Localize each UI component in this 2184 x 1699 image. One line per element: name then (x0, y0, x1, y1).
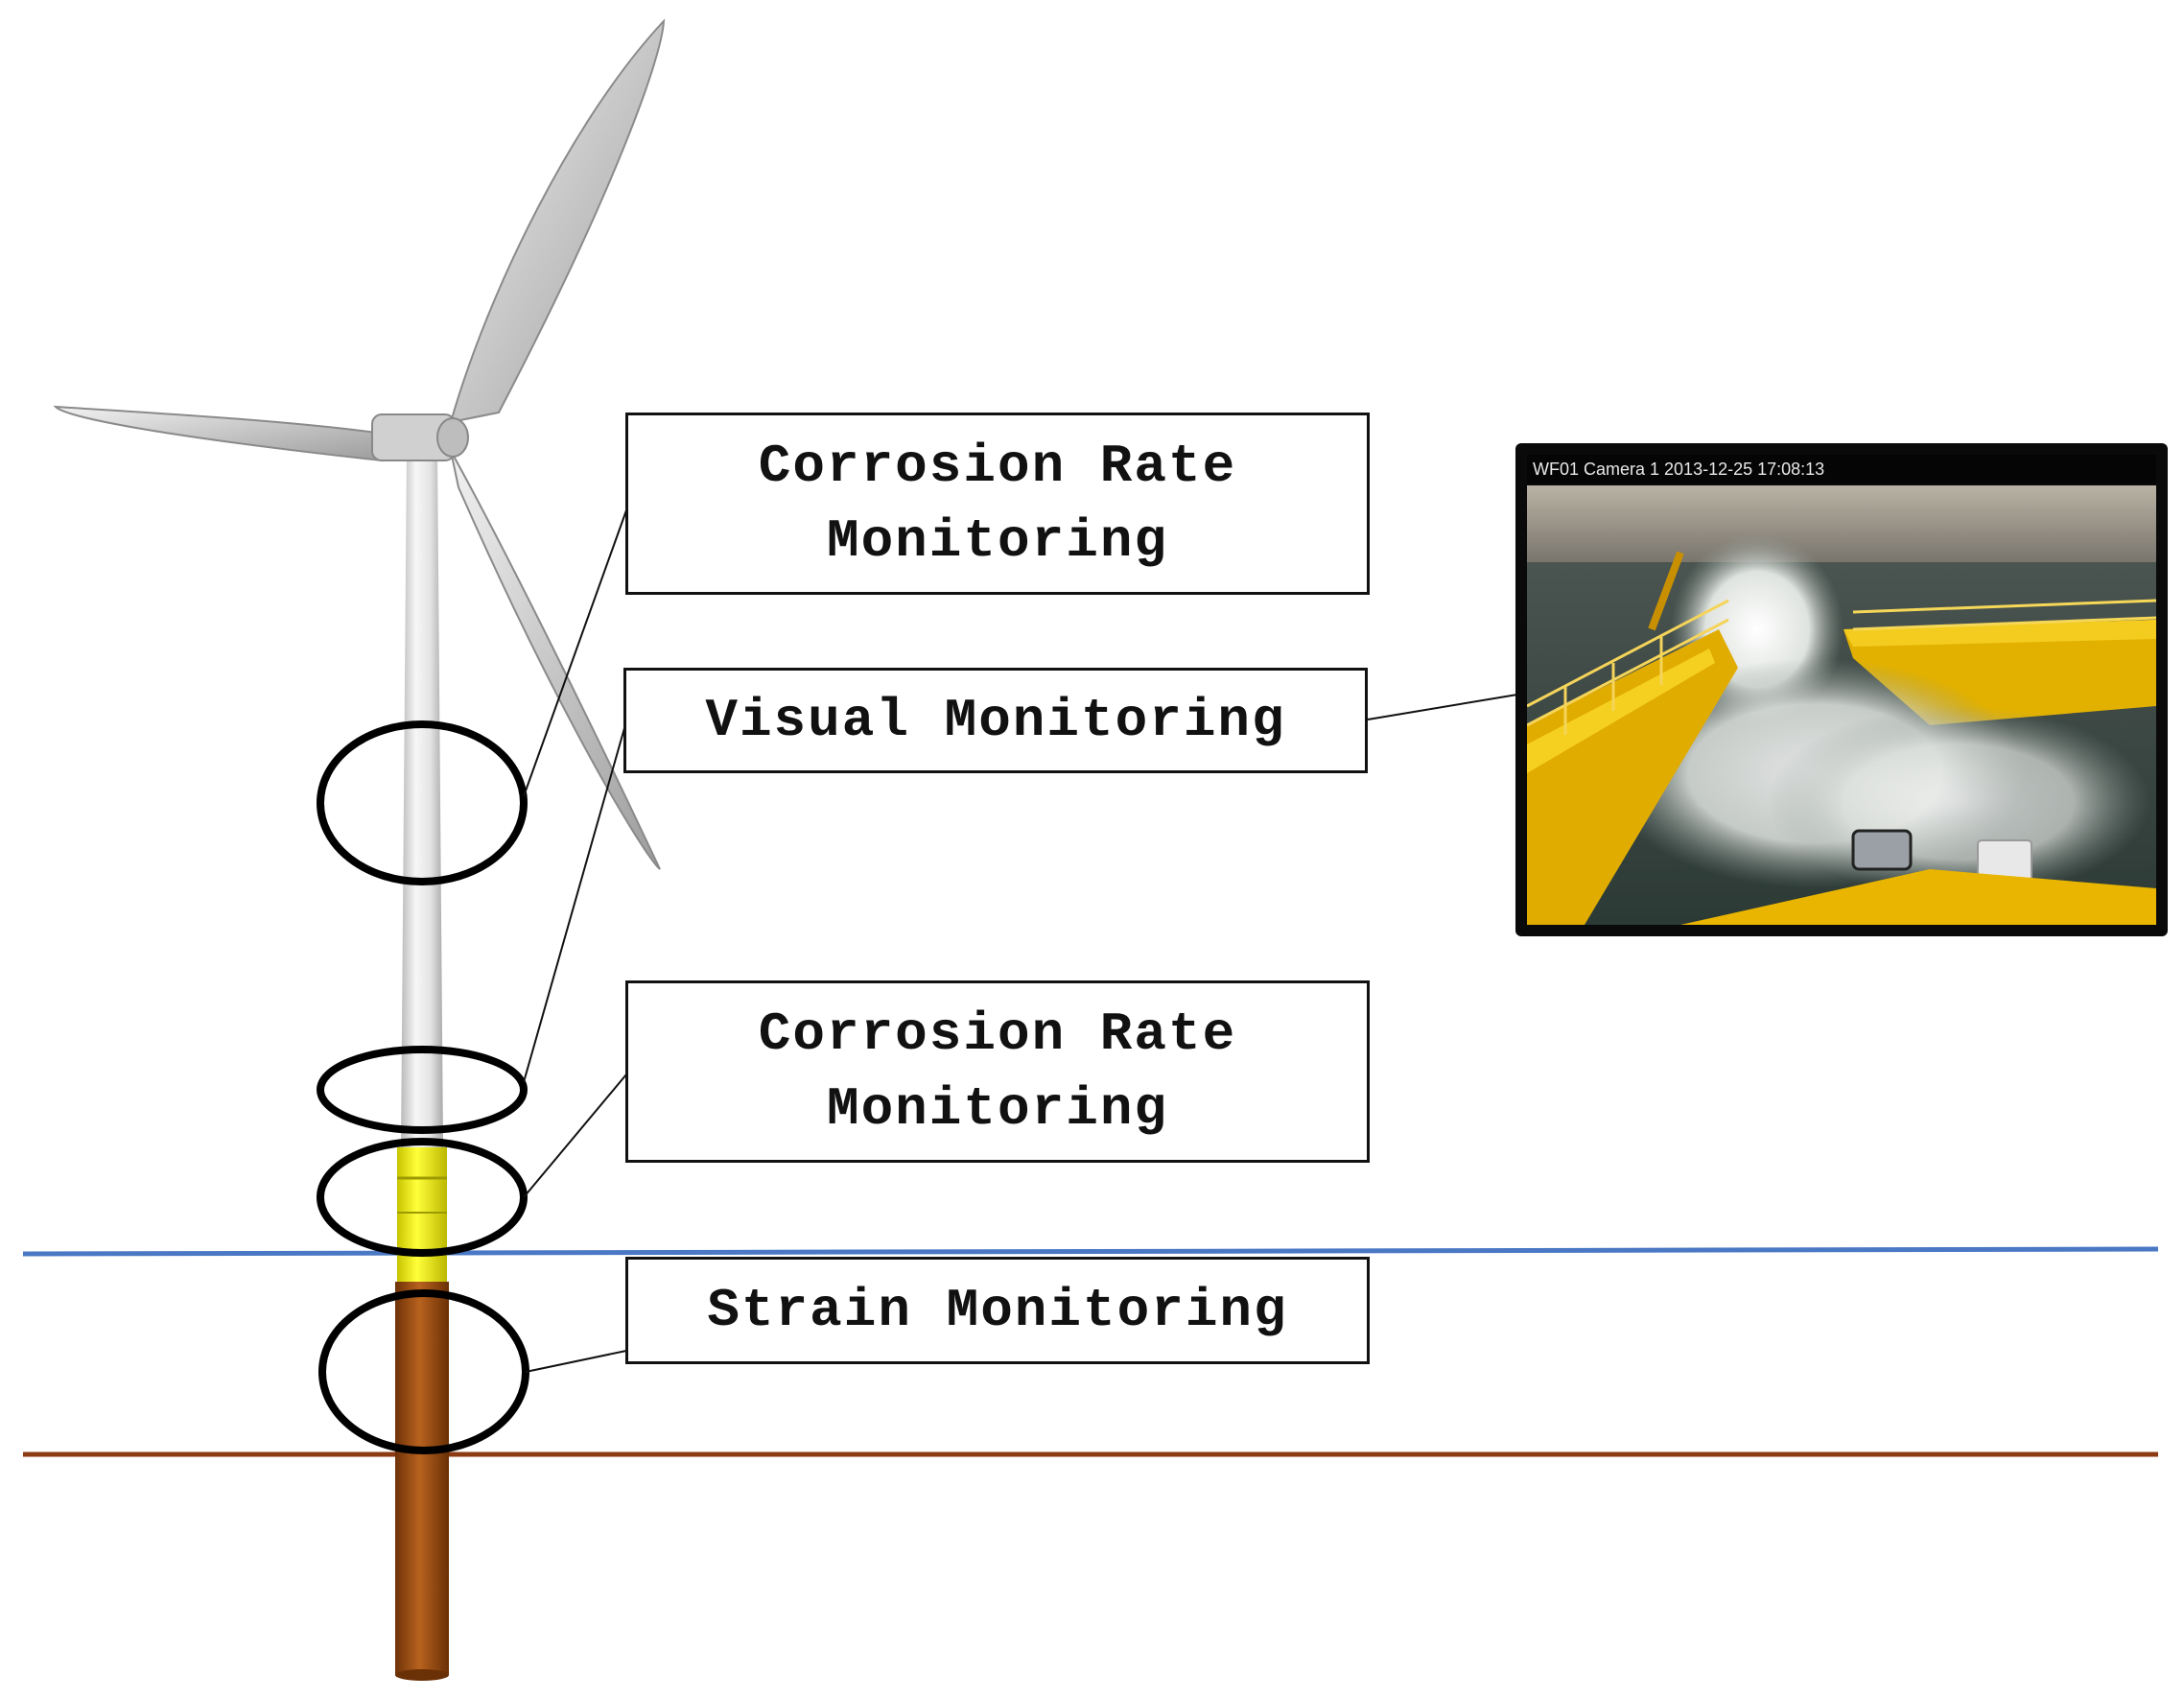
monitoring-ring-upper-transition (317, 1046, 528, 1134)
label-corrosion-rate-monitoring-bottom: Corrosion Rate Monitoring (625, 980, 1370, 1163)
blade-upper (449, 18, 666, 424)
blade-left (53, 405, 386, 462)
camera-caption: WF01 Camera 1 2013-12-25 17:08:13 (1527, 455, 2156, 484)
label-line: Visual Monitoring (705, 690, 1286, 751)
label-line: Monitoring (826, 510, 1169, 572)
monitoring-ring-tower (317, 720, 528, 885)
leader-line-strain (525, 1350, 627, 1373)
label-line: Corrosion Rate (758, 1003, 1237, 1065)
label-strain-monitoring: Strain Monitoring (625, 1257, 1370, 1364)
monopile (395, 1282, 449, 1675)
leader-line-visual (523, 720, 627, 1083)
hub (436, 417, 469, 458)
label-visual-monitoring: Visual Monitoring (623, 668, 1368, 773)
blade-lower (450, 450, 661, 870)
wind-turbine-icon (53, 18, 666, 1681)
tower (401, 451, 443, 1147)
label-line: Monitoring (826, 1078, 1169, 1140)
sea-level-line (22, 1246, 2159, 1257)
camera-view (1527, 485, 2156, 925)
leader-line-camera (1367, 694, 1518, 720)
label-corrosion-rate-monitoring-top: Corrosion Rate Monitoring (625, 413, 1370, 595)
leader-line-corrosion-top (523, 509, 627, 797)
leader-line-corrosion-bottom (523, 1074, 627, 1198)
label-line: Corrosion Rate (758, 436, 1237, 497)
label-line: Strain Monitoring (707, 1280, 1288, 1341)
offshore-camera-photo: WF01 Camera 1 2013-12-25 17:08:13 (1515, 443, 2168, 936)
transition-piece (397, 1147, 447, 1282)
